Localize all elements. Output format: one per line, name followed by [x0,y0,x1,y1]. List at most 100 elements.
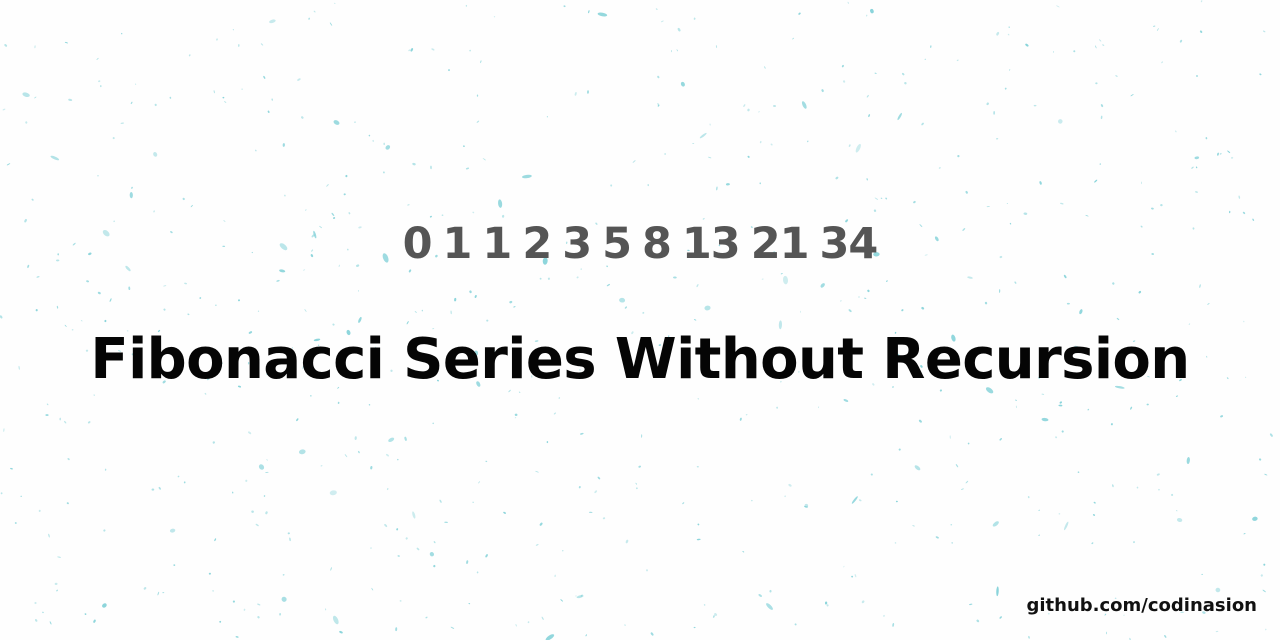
speckle-dot [1194,156,1200,160]
speckle-dot [1058,404,1063,407]
speckle-dot [206,348,211,351]
speckle-dot [780,273,783,275]
speckle-dot [1217,152,1219,156]
speckle-dot [329,22,333,26]
speckle-dot [657,105,660,107]
speckle-dot [1160,203,1163,207]
speckle-dot [866,178,868,181]
speckle-dot [284,194,286,197]
speckle-dot [1102,44,1105,46]
speckle-dot [213,90,215,94]
speckle-dot [930,45,932,48]
speckle-dot [772,104,777,108]
speckle-dot [222,96,225,99]
speckle-dot [131,353,134,356]
speckle-dot [232,600,235,603]
speckle-dot [407,204,410,206]
speckle-dot [874,197,879,200]
speckle-dot [478,481,481,484]
speckle-dot [635,482,637,485]
speckle-dot [1258,458,1262,461]
speckle-dot [64,41,69,44]
speckle-dot [282,143,285,147]
speckle-dot [266,459,269,461]
speckle-dot [1114,597,1117,600]
speckle-dot [247,361,250,365]
speckle-dot [895,500,898,503]
speckle-dot [747,108,750,112]
speckle-dot [397,555,400,557]
speckle-dot [514,413,518,416]
speckle-dot [1206,355,1208,358]
speckle-dot [212,441,215,444]
repo-link[interactable]: github.com/codinasion [1026,595,1258,616]
speckle-dot [476,571,479,574]
speckle-dot [237,385,242,388]
speckle-dot [1226,377,1229,380]
speckle-dot [896,353,900,357]
speckle-dot [408,49,411,52]
speckle-dot [383,142,385,146]
speckle-dot [465,167,470,170]
speckle-dot [703,604,706,606]
speckle-dot [545,634,555,640]
speckle-dot [125,265,131,272]
speckle-dot [658,344,662,346]
speckle-dot [956,59,959,62]
speckle-dot [999,438,1002,441]
speckle-dot [118,350,122,352]
speckle-dot [208,572,211,575]
speckle-dot [292,347,294,349]
speckle-dot [824,601,828,605]
speckle-dot [969,603,973,606]
speckle-dot [704,305,711,311]
speckle-dot [1188,323,1191,325]
speckle-dot [143,587,147,590]
speckle-dot [904,82,907,85]
speckle-dot [1175,130,1177,133]
speckle-dot [1191,166,1194,169]
speckle-dot [1052,51,1055,53]
speckle-dot [20,495,22,497]
speckle-dot [885,280,888,282]
speckle-dot [772,251,776,254]
speckle-dot [967,442,970,445]
speckle-dot [576,595,584,599]
speckle-dot [624,624,626,626]
speckle-dot [820,283,825,288]
speckle-dot [1199,30,1203,33]
speckle-dot [325,608,327,611]
speckle-dot [157,591,160,596]
speckle-dot [232,29,235,31]
speckle-dot [436,379,440,382]
speckle-dot [216,38,218,41]
speckle-dot [1015,405,1017,409]
speckle-dot [939,389,942,392]
speckle-dot [1009,69,1011,71]
speckle-dot [655,8,658,10]
speckle-dot [1252,516,1258,521]
speckle-dot [346,329,351,336]
speckle-dot [938,166,941,169]
speckle-dot [747,155,750,158]
speckle-dot [874,72,877,74]
speckle-dot [1092,514,1096,516]
speckle-dot [702,217,705,220]
speckle-dot [86,280,90,283]
speckle-dot [847,365,851,368]
speckle-dot [404,436,407,441]
speckle-dot [1141,181,1142,185]
speckle-dot [1164,634,1167,638]
speckle-dot [276,279,280,282]
speckle-dot [759,182,761,185]
speckle-dot [852,349,855,351]
speckle-dot [469,290,472,294]
speckle-dot [962,228,966,231]
speckle-dot [1238,195,1241,199]
speckle-dot [330,567,332,571]
speckle-dot [1063,521,1069,531]
speckle-dot [851,496,858,504]
speckle-dot [696,466,699,468]
speckle-dot [153,152,158,157]
speckle-dot [399,600,402,602]
